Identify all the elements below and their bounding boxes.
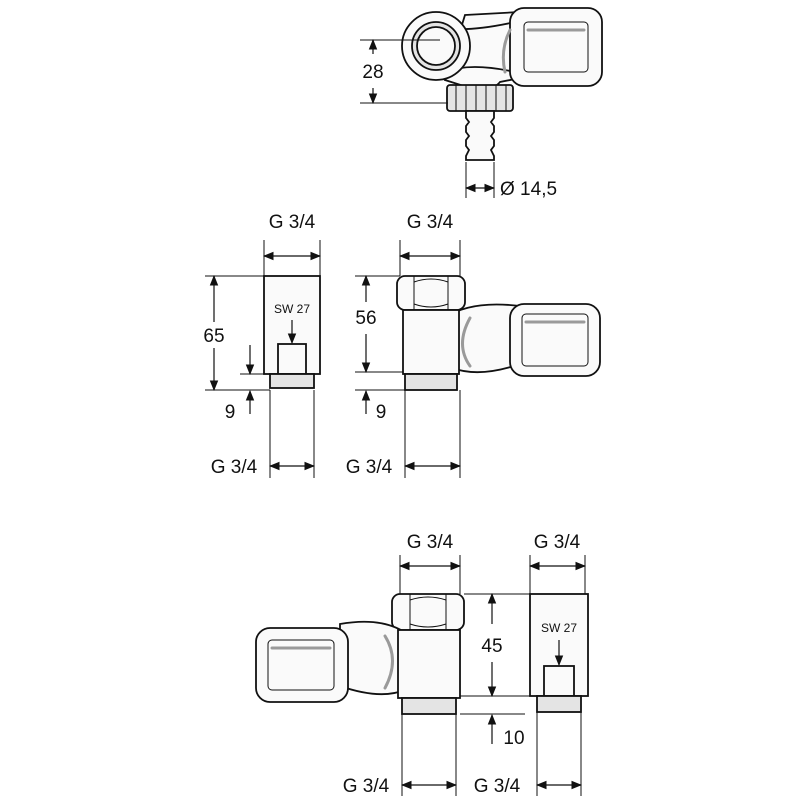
middle-top-thread-dimension	[398, 240, 462, 276]
bottom-height-dimension	[460, 592, 530, 744]
bottom-thread-left-dimension	[400, 714, 458, 796]
bottom-top-thread-left-label: G 3/4	[407, 532, 454, 553]
left-height-dimension	[205, 274, 278, 414]
middle-offset-label: 9	[376, 402, 387, 423]
bottom-height-label: 45	[481, 636, 502, 657]
middle-height-dimension	[355, 274, 405, 414]
top-view-valve	[401, 7, 603, 161]
middle-height-label: 56	[355, 308, 376, 329]
hose-diameter-label: Ø 14,5	[500, 179, 557, 200]
left-height-label: 65	[203, 326, 224, 347]
bottom-thread-left-label: G 3/4	[343, 776, 390, 797]
left-offset-label: 9	[225, 402, 236, 423]
bottom-offset-label: 10	[503, 728, 524, 749]
middle-valve-body	[396, 275, 601, 391]
bottom-wrench-label: SW 27	[541, 621, 577, 635]
bottom-top-thread-right-dimension	[528, 555, 587, 594]
middle-top-thread-label: G 3/4	[407, 212, 454, 233]
left-bottom-thread-dimension	[268, 390, 316, 478]
left-wrench-label: SW 27	[274, 302, 310, 316]
bottom-top-thread-left-dimension	[398, 555, 462, 594]
hose-diameter-dimension	[464, 162, 496, 198]
left-bottom-thread-label: G 3/4	[211, 457, 258, 478]
bottom-thread-right-label: G 3/4	[474, 776, 521, 797]
middle-bottom-thread-label: G 3/4	[346, 457, 393, 478]
middle-bottom-thread-dimension	[403, 390, 462, 478]
bottom-thread-right-dimension	[535, 712, 583, 796]
bottom-valve-body	[255, 593, 589, 715]
top-height-dimension	[360, 38, 448, 105]
left-top-thread-label: G 3/4	[269, 212, 316, 233]
top-height-label: 28	[362, 62, 383, 83]
left-top-thread-dimension	[262, 240, 322, 276]
bottom-top-thread-right-label: G 3/4	[534, 532, 581, 553]
